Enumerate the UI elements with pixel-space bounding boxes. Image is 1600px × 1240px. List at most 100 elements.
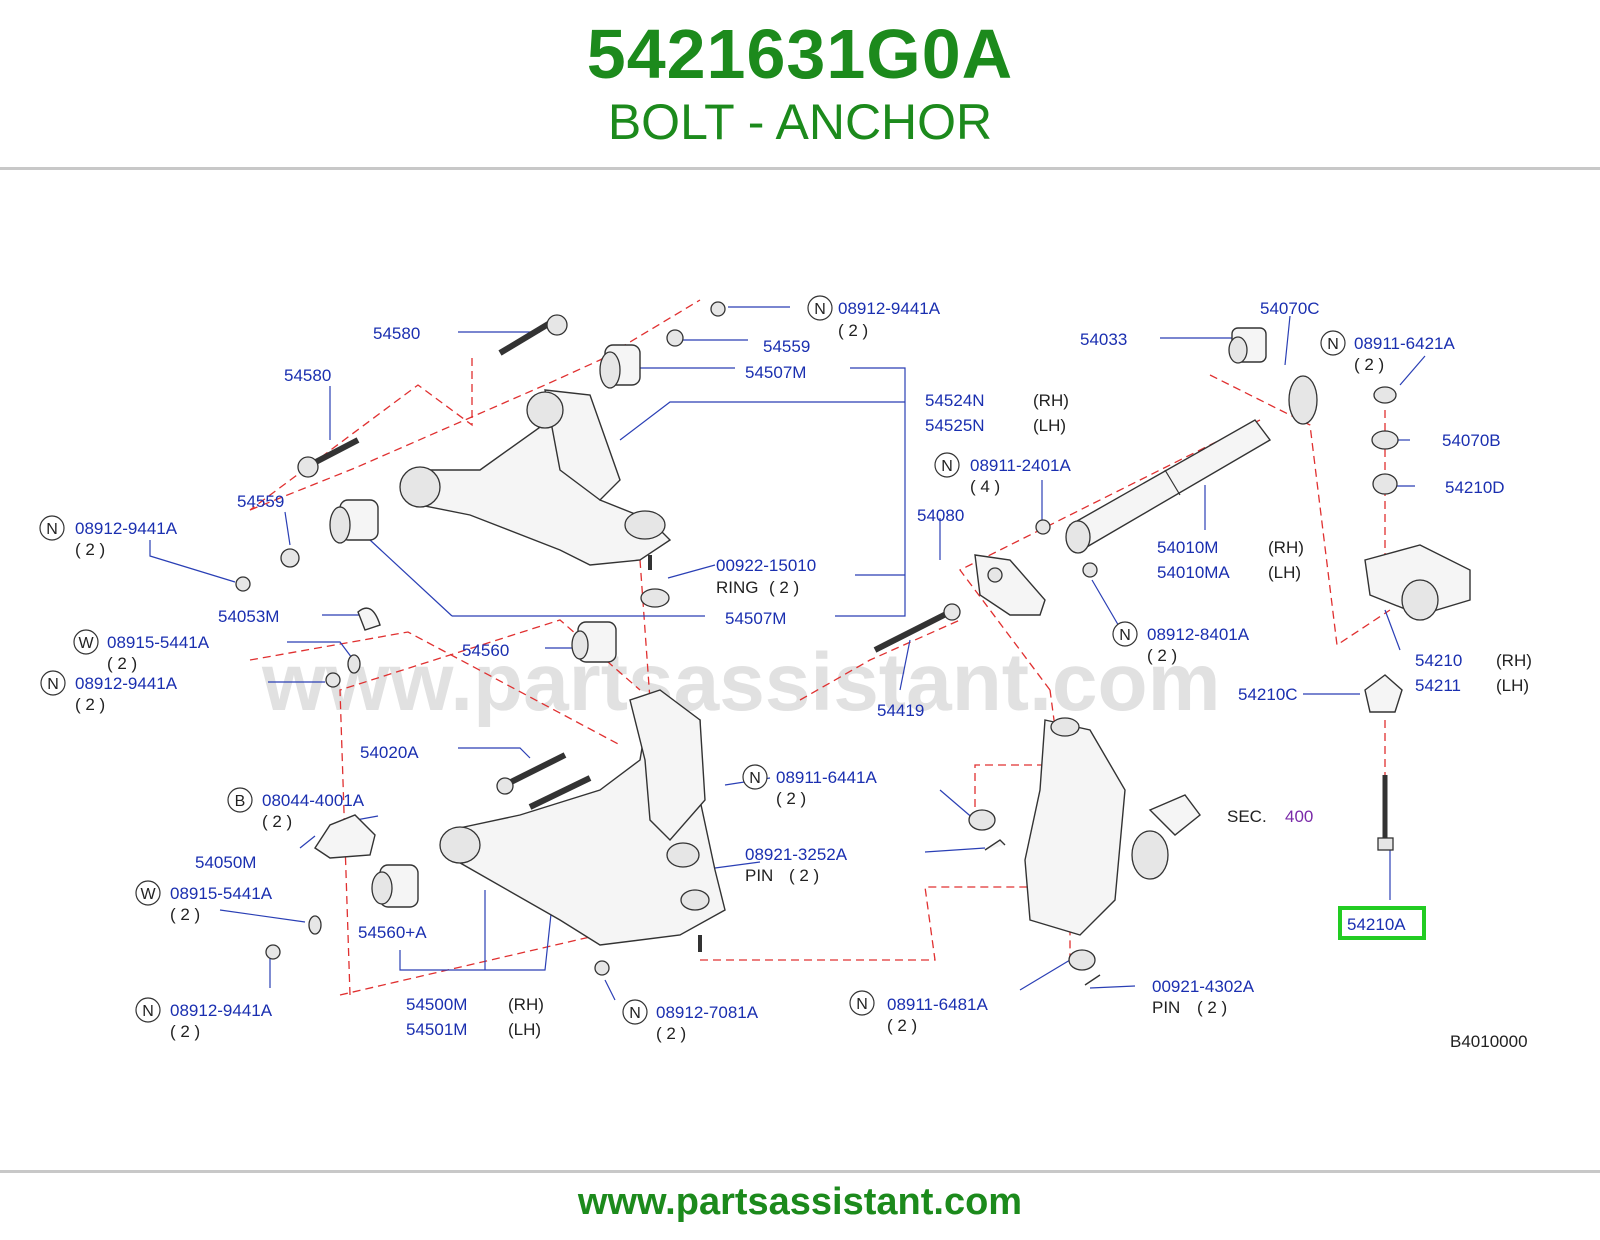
qty-08912-9441a-top: ( 2 ) [838, 321, 868, 340]
label-sec-number: 400 [1285, 807, 1313, 826]
label-54070c: 54070C [1260, 299, 1320, 318]
label-00922-15010: 00922-15010 [716, 556, 816, 575]
prefix-n-08912-8401a: N [1112, 621, 1138, 647]
bolt-54419 [873, 603, 961, 653]
bolt-54020a [496, 752, 592, 810]
label-54210d: 54210D [1445, 478, 1505, 497]
label-54010ma: 54010MA [1157, 563, 1230, 582]
prefix-b-08044-4001a: B [227, 787, 253, 813]
bushing-54033 [1228, 327, 1267, 364]
prefix-w-08915-5441a-l1: W [73, 629, 99, 655]
highlighted-part-54210a[interactable]: 54210A [1338, 906, 1426, 940]
label-54524n: 54524N [925, 391, 985, 410]
prefix-n-08911-6441a: N [742, 764, 768, 790]
upper-link-assembly [399, 389, 672, 570]
footer-divider [0, 1170, 1600, 1173]
prefix-n-08911-6481a: N [849, 990, 875, 1016]
qty-08911-6441a: ( 2 ) [776, 789, 806, 808]
label-08912-7081a: 08912-7081A [656, 1003, 759, 1022]
label-08921-3252a: 08921-3252A [745, 845, 848, 864]
tension-rod-54010m [1065, 419, 1272, 554]
bushing-54560 [571, 621, 617, 663]
prefix-w-08915-5441a-l2: W [135, 880, 161, 906]
side-rh-54500m: (RH) [508, 995, 544, 1014]
qty-08911-2401a: ( 4 ) [970, 477, 1000, 496]
svg-text:W: W [78, 635, 94, 652]
bushing-54507m-top [599, 344, 641, 389]
label-54560a: 54560+A [358, 923, 427, 942]
side-lh-54501m: (LH) [508, 1020, 541, 1039]
qty-08912-9441a-l3: ( 2 ) [170, 1022, 200, 1041]
side-rh-54524n: (RH) [1033, 391, 1069, 410]
prefix-n-08912-9441a-l1: N [39, 515, 65, 541]
svg-text:N: N [749, 770, 761, 787]
label-08912-9441a-l3: 08912-9441A [170, 1001, 273, 1020]
bolt-54580-top [498, 314, 568, 356]
qty-08912-9441a-l2: ( 2 ) [75, 695, 105, 714]
bracket-54080 [974, 554, 1046, 616]
label-54560: 54560 [462, 641, 509, 660]
label-08044-4001a: 08044-4001A [262, 791, 365, 810]
bracket-54210 [1364, 544, 1471, 621]
label-08912-9441a-top: 08912-9441A [838, 299, 941, 318]
label-08911-6421a: 08911-6421A [1354, 334, 1455, 353]
stabilizer-stack-right [1371, 386, 1399, 495]
washer-54070c [1288, 375, 1318, 425]
anchor-bolt-54210a [1377, 775, 1394, 851]
label-08911-6481a: 08911-6481A [887, 995, 988, 1014]
label-08915-5441a-l1: 08915-5441A [107, 633, 210, 652]
label-54020a: 54020A [360, 743, 419, 762]
qty-pin-2: ( 2 ) [1197, 998, 1227, 1017]
qty-ring: ( 2 ) [769, 578, 799, 597]
label-54501m: 54501M [406, 1020, 467, 1039]
label-54559-left: 54559 [237, 492, 284, 511]
label-54507m-top: 54507M [745, 363, 806, 382]
label-sec: SEC. [1227, 807, 1267, 826]
side-lh-54211: (LH) [1496, 676, 1529, 695]
small-nuts-washers [235, 301, 1098, 976]
prefix-n-08912-9441a-l2: N [40, 670, 66, 696]
label-08915-5441a-l2: 08915-5441A [170, 884, 273, 903]
label-54210a: 54210A [1347, 915, 1406, 934]
prefix-n-08912-7081a: N [622, 999, 648, 1025]
qty-pin-1: ( 2 ) [789, 866, 819, 885]
diagram-code: B4010000 [1450, 1032, 1528, 1051]
parts-diagram: www.partsassistant.com [39, 295, 1532, 1051]
label-54580-top: 54580 [373, 324, 420, 343]
qty-08044-4001a: ( 2 ) [262, 812, 292, 831]
footer-website-link[interactable]: www.partsassistant.com [577, 1181, 1023, 1223]
label-54210c: 54210C [1238, 685, 1298, 704]
prefix-n-08912-9441a-top: N [807, 295, 833, 321]
watermark-text: www.partsassistant.com [261, 637, 1221, 728]
knuckle-nuts [968, 809, 1101, 986]
qty-08911-6421a: ( 2 ) [1354, 355, 1384, 374]
label-54211: 54211 [1415, 676, 1461, 695]
label-00921-4302a: 00921-4302A [1152, 977, 1255, 996]
qty-08912-8401a: ( 2 ) [1147, 646, 1177, 665]
bushing-54507m-left [329, 499, 379, 544]
page-header: 5421631G0A BOLT - ANCHOR [0, 0, 1600, 172]
svg-text:N: N [46, 521, 58, 538]
svg-text:W: W [140, 886, 156, 903]
label-ring: RING [716, 578, 759, 597]
bumper-54050m [314, 814, 376, 859]
label-54053m: 54053M [218, 607, 279, 626]
bushing-54210c [1364, 674, 1403, 713]
svg-text:B: B [235, 793, 246, 810]
knuckle [1024, 717, 1201, 936]
prefix-n-08912-9441a-l3: N [135, 997, 161, 1023]
side-lh-54010ma: (LH) [1268, 563, 1301, 582]
svg-text:N: N [629, 1005, 641, 1022]
svg-text:N: N [814, 301, 826, 318]
label-pin-1: PIN [745, 866, 773, 885]
label-08911-6441a: 08911-6441A [776, 768, 877, 787]
qty-08911-6481a: ( 2 ) [887, 1016, 917, 1035]
label-54559-top: 54559 [763, 337, 810, 356]
header-divider [0, 167, 1600, 170]
label-08912-8401a: 08912-8401A [1147, 625, 1250, 644]
part-labels: 54580 54580 08912-9441A ( 2 ) 54559 5450… [75, 299, 1532, 1051]
label-54070b: 54070B [1442, 431, 1501, 450]
label-54507m-mid: 54507M [725, 609, 786, 628]
label-08912-9441a-l2: 08912-9441A [75, 674, 178, 693]
side-lh-54525n: (LH) [1033, 416, 1066, 435]
